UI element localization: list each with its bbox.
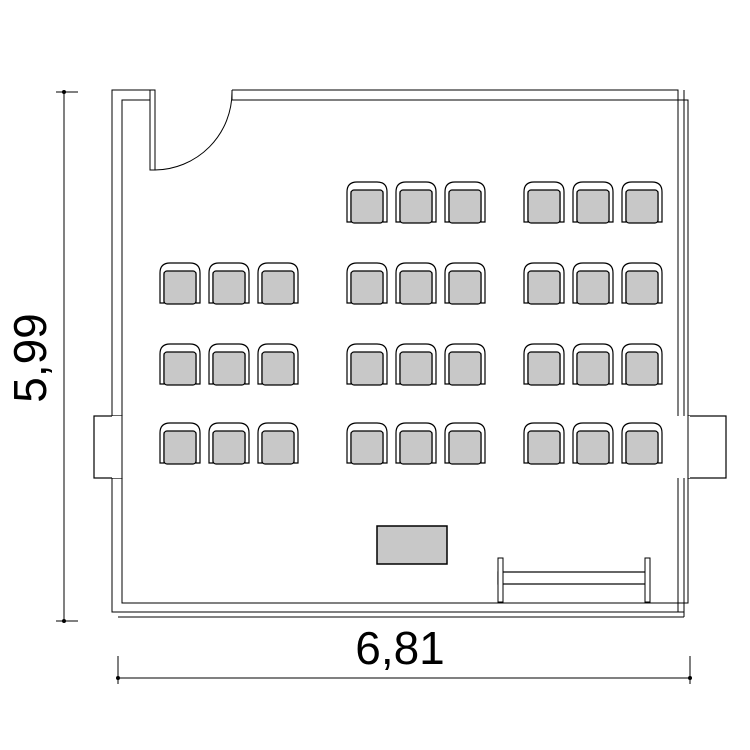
chair (621, 262, 663, 305)
chair (159, 262, 201, 305)
chair (444, 181, 486, 224)
chair (621, 422, 663, 465)
chair (523, 422, 565, 465)
chair (346, 262, 388, 305)
chair (208, 262, 250, 305)
presenter-table (376, 525, 448, 565)
room-walls (111, 89, 689, 618)
chair (346, 422, 388, 465)
chair (208, 343, 250, 386)
chair (572, 262, 614, 305)
chair (159, 422, 201, 465)
width-label: 6,81 (355, 622, 445, 674)
chair (395, 343, 437, 386)
chair (395, 422, 437, 465)
chair (572, 181, 614, 224)
height-label: 5,99 (4, 313, 56, 403)
height-dimension: 5,99 (4, 90, 78, 623)
chairs-layer (159, 181, 663, 465)
chair (395, 181, 437, 224)
chair (257, 262, 299, 305)
chair (572, 343, 614, 386)
width-dimension: 6,81 (116, 622, 692, 684)
door (149, 89, 233, 171)
door-swing-arc (154, 91, 233, 171)
chair (572, 422, 614, 465)
chair (346, 181, 388, 224)
chair (257, 422, 299, 465)
chair (523, 262, 565, 305)
chair (523, 343, 565, 386)
chair (444, 343, 486, 386)
right-pillar (687, 415, 727, 479)
chair (395, 262, 437, 305)
chair (159, 343, 201, 386)
chair (257, 343, 299, 386)
chair (444, 422, 486, 465)
chair (621, 343, 663, 386)
whiteboard-bench (497, 557, 651, 603)
chair (621, 181, 663, 224)
chair (346, 343, 388, 386)
chair (523, 181, 565, 224)
chair (444, 262, 486, 305)
chair (208, 422, 250, 465)
